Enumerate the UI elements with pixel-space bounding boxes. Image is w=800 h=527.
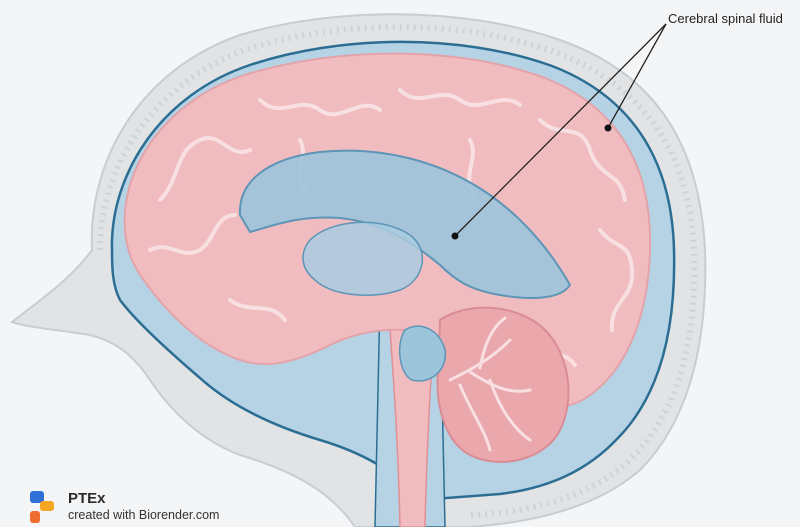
csf-label: Cerebral spinal fluid	[668, 11, 783, 26]
brand-credit: created with Biorender.com	[68, 508, 219, 522]
brand-name: PTEx	[68, 490, 106, 507]
biorender-branding: PTEx created with Biorender.com	[28, 487, 268, 527]
ptex-logo-icon	[28, 489, 58, 525]
leader-dot-csf	[605, 125, 612, 132]
leader-dot-ventricle	[452, 233, 459, 240]
third-ventricle	[303, 222, 422, 295]
